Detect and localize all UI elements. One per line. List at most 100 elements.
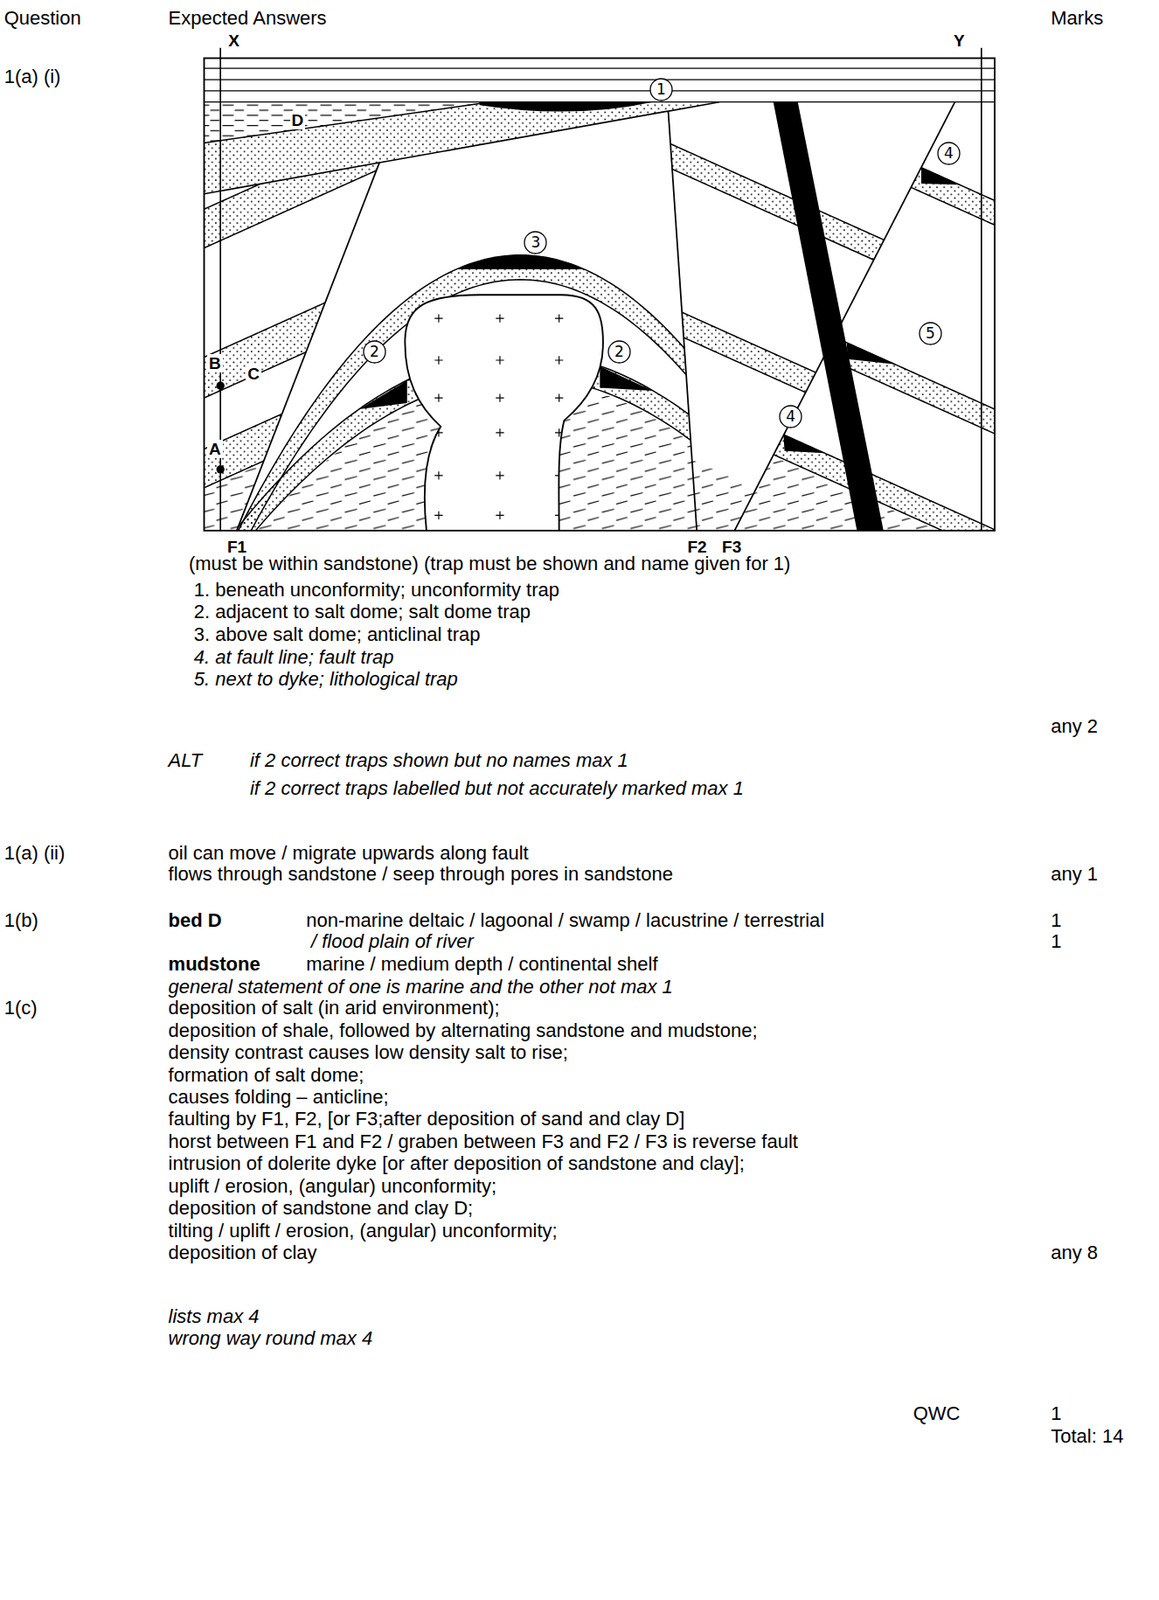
sandstone-bed [199, 50, 1000, 436]
section-end-label: Y [951, 31, 967, 50]
callout-number: 3 [523, 230, 548, 255]
clay-layer-line [204, 101, 995, 103]
answer-text: oil can move / migrate upwards along fau… [168, 841, 529, 865]
answer-text: tilting / uplift / erosion, (angular) un… [168, 1219, 558, 1243]
sandstone-bed [199, 171, 1000, 556]
callout-ring [524, 231, 547, 254]
bed-label: C [245, 364, 262, 383]
sample-point [216, 464, 225, 473]
mark-value: 1 [1050, 929, 1062, 953]
answer-text: 3. above salt dome; anticlinal trap [194, 623, 481, 646]
callout-circle: 2 [607, 340, 632, 364]
salt-cross [555, 355, 563, 364]
answer-text: deposition of salt (in arid environment)… [168, 996, 500, 1020]
salt-cross [495, 355, 504, 364]
oil-trap [846, 342, 896, 365]
salt-cross [434, 313, 443, 322]
section-end-label: X [226, 31, 242, 50]
fault-line [668, 111, 698, 531]
salt-cross [434, 428, 443, 437]
clay-layer-line [204, 78, 995, 80]
column-heading: Marks [1050, 6, 1104, 30]
question-number: 1(c) [4, 996, 38, 1020]
oil-trap [359, 380, 408, 410]
clay-layer-line [204, 68, 995, 70]
fault-block [199, 0, 1000, 559]
callout-ring [650, 78, 673, 101]
salt-cross [555, 393, 563, 402]
sandstone-bed [199, 0, 1000, 250]
mark-value: 1 [1050, 1401, 1062, 1425]
answer-text: uplift / erosion, (angular) unconformity… [168, 1174, 497, 1198]
answer-text: horst between F1 and F2 / graben between… [168, 1130, 799, 1153]
oil-trap [783, 434, 825, 453]
salt-cross [434, 471, 443, 479]
oil-trap [479, 102, 653, 112]
salt-cross [434, 393, 443, 402]
answer-text: deposition of sandstone and clay D; [168, 1196, 474, 1220]
dolerite-dyke [773, 102, 884, 531]
answer-text: / flood plain of river [311, 929, 474, 953]
callout-number: 1 [649, 77, 674, 102]
oil-trap [921, 166, 959, 185]
note-text: general statement of one is marine and t… [168, 975, 674, 999]
answer-text: intrusion of dolerite dyke [or after dep… [168, 1152, 745, 1175]
salt-cross [495, 313, 504, 322]
callout-number: 4 [778, 404, 803, 429]
callout-circle: 5 [918, 321, 943, 346]
term-label: bed D [168, 909, 223, 932]
mark-value: 1 [1050, 909, 1062, 932]
section-line [980, 48, 983, 531]
callout-number: 4 [936, 141, 961, 166]
answer-text: 2. adjacent to salt dome; salt dome trap [194, 600, 531, 624]
question-number: 1(a) (i) [4, 65, 62, 89]
salt-cross [495, 511, 504, 520]
oil-trap [456, 255, 585, 270]
salt-cross [434, 355, 443, 364]
note-text: if 2 correct traps shown but no names ma… [249, 749, 629, 772]
mark-value: Total: 14 [1050, 1424, 1124, 1448]
salt-pattern [434, 313, 563, 520]
answer-text: faulting by F1, F2, [or F3;after deposit… [168, 1107, 686, 1131]
note-text: if 2 correct traps labelled but not accu… [249, 777, 744, 800]
answer-text: marine / medium depth / continental shel… [305, 952, 658, 976]
sandstone-bed [199, 0, 1000, 228]
point-label: A [207, 439, 223, 459]
answer-text: formation of salt dome; [168, 1063, 365, 1087]
callout-ring [779, 405, 802, 428]
question-number: 1(b) [4, 909, 39, 932]
answer-text: density contrast causes low density salt… [168, 1041, 569, 1064]
salt-cross [555, 511, 563, 520]
callout-circle: 4 [936, 141, 961, 166]
answer-text: 5. next to dyke; lithological trap [194, 667, 459, 691]
shale-fill [199, 237, 1000, 598]
note-text: lists max 4 [168, 1304, 260, 1328]
callout-number: 5 [918, 321, 943, 346]
bed-boundary [204, 102, 491, 144]
note-text: wrong way round max 4 [168, 1326, 374, 1350]
answer-text: non-marine deltaic / lagoonal / swamp / … [305, 909, 825, 932]
fault-line [236, 162, 380, 531]
clay-layer-line [204, 90, 995, 91]
callout-ring [363, 340, 386, 363]
callout-ring [608, 340, 631, 363]
term-label: mudstone [168, 952, 261, 976]
fault-block [199, 0, 1000, 598]
unconformity-line [204, 102, 720, 195]
answer-text: 4. at fault line; fault trap [194, 645, 395, 669]
callout-circle: 3 [523, 230, 548, 255]
salt-cross [434, 511, 443, 520]
mark-value: any 8 [1050, 1241, 1098, 1264]
column-heading: Expected Answers [168, 6, 327, 30]
salt-cross [555, 313, 563, 322]
salt-cross [495, 471, 504, 479]
salt-cross [495, 428, 504, 437]
salt-dome [404, 294, 604, 531]
callout-circle: 2 [362, 340, 387, 364]
section-frame [204, 58, 995, 531]
oil-trap [599, 366, 653, 391]
sandstone-bed [199, 95, 1000, 480]
salt-cross [495, 393, 504, 402]
